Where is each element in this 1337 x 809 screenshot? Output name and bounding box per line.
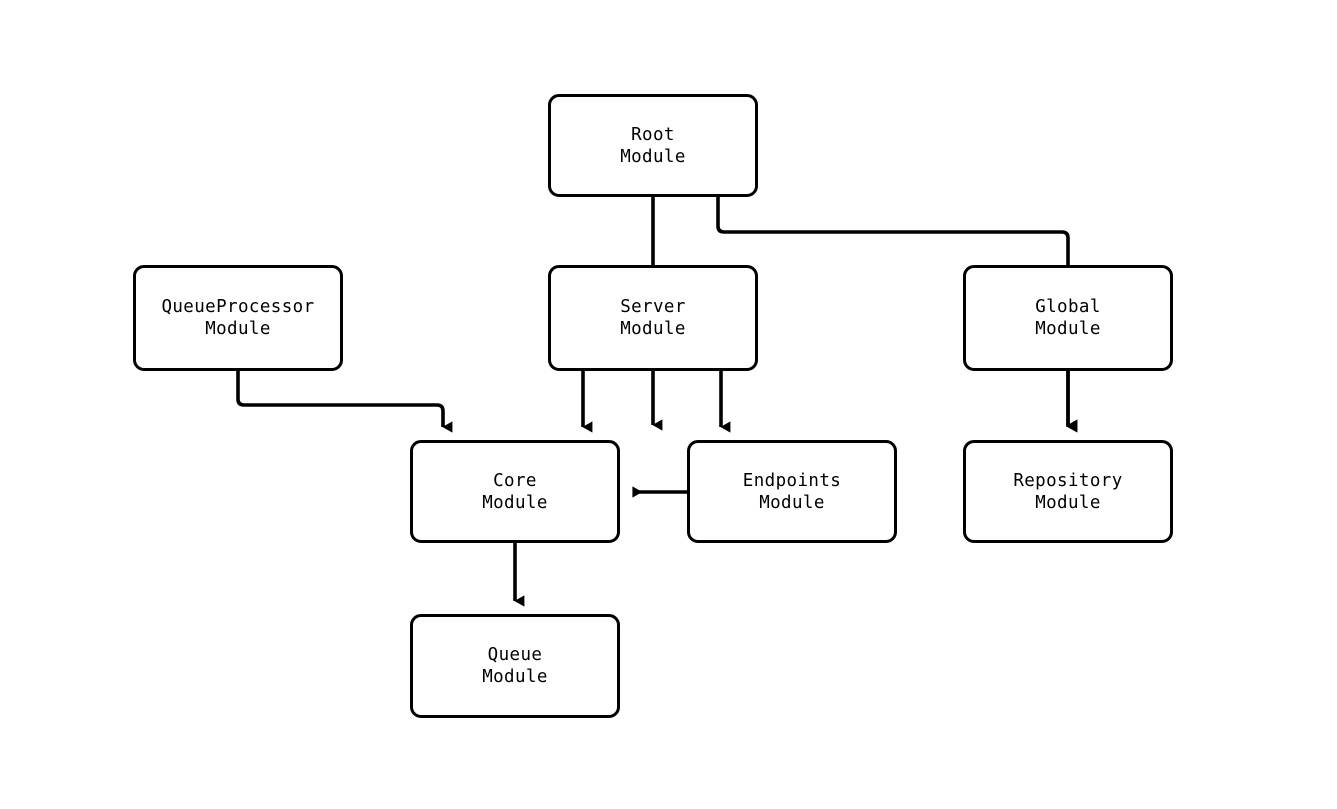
node-core[interactable]: Core Module <box>410 440 620 543</box>
node-global-label-line1: Global <box>1035 297 1101 317</box>
node-root-label-line1: Root <box>631 124 675 145</box>
node-repository[interactable]: Repository Module <box>963 440 1173 543</box>
node-queueprocessor-label-line2: Module <box>205 319 271 339</box>
edge-queueprocessor-core <box>236 371 453 433</box>
node-global[interactable]: Global Module <box>963 265 1173 371</box>
node-server[interactable]: Server Module <box>548 265 758 371</box>
node-server-label-line1: Server <box>620 297 686 317</box>
node-root-label-line2: Module <box>620 146 686 167</box>
node-endpoints-label-line1: Endpoints <box>742 470 842 491</box>
node-endpoints-label-line2: Module <box>759 492 825 513</box>
node-queue-label-line2: Module <box>482 667 548 687</box>
node-queue[interactable]: Queue Module <box>410 614 620 718</box>
node-core-label-line2: Module <box>482 492 548 513</box>
node-repository-label-line2: Module <box>1035 492 1101 513</box>
node-core-label-line1: Core <box>493 470 537 491</box>
node-queue-label-line1: Queue <box>487 645 543 665</box>
node-server-label-line2: Module <box>620 319 686 339</box>
node-repository-label-line1: Repository <box>1013 470 1123 491</box>
node-root[interactable]: Root Module <box>548 94 758 197</box>
node-global-label-line2: Module <box>1035 319 1101 339</box>
node-queueprocessor[interactable]: QueueProcessor Module <box>133 265 343 371</box>
node-endpoints[interactable]: Endpoints Module <box>687 440 897 543</box>
node-queueprocessor-label-line1: QueueProcessor <box>161 297 315 317</box>
edge-root-global <box>716 197 1078 431</box>
